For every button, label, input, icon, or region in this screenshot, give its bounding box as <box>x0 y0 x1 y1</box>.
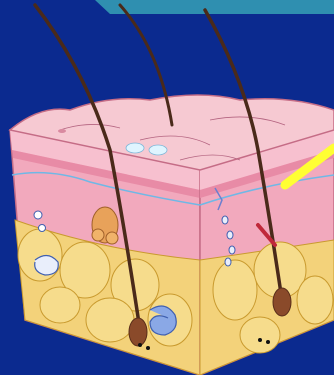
sebaceous-gland <box>92 207 118 244</box>
top-banner <box>95 0 334 14</box>
sweat-droplet <box>126 143 144 153</box>
sweat-droplet <box>149 145 167 155</box>
pore <box>58 129 66 133</box>
